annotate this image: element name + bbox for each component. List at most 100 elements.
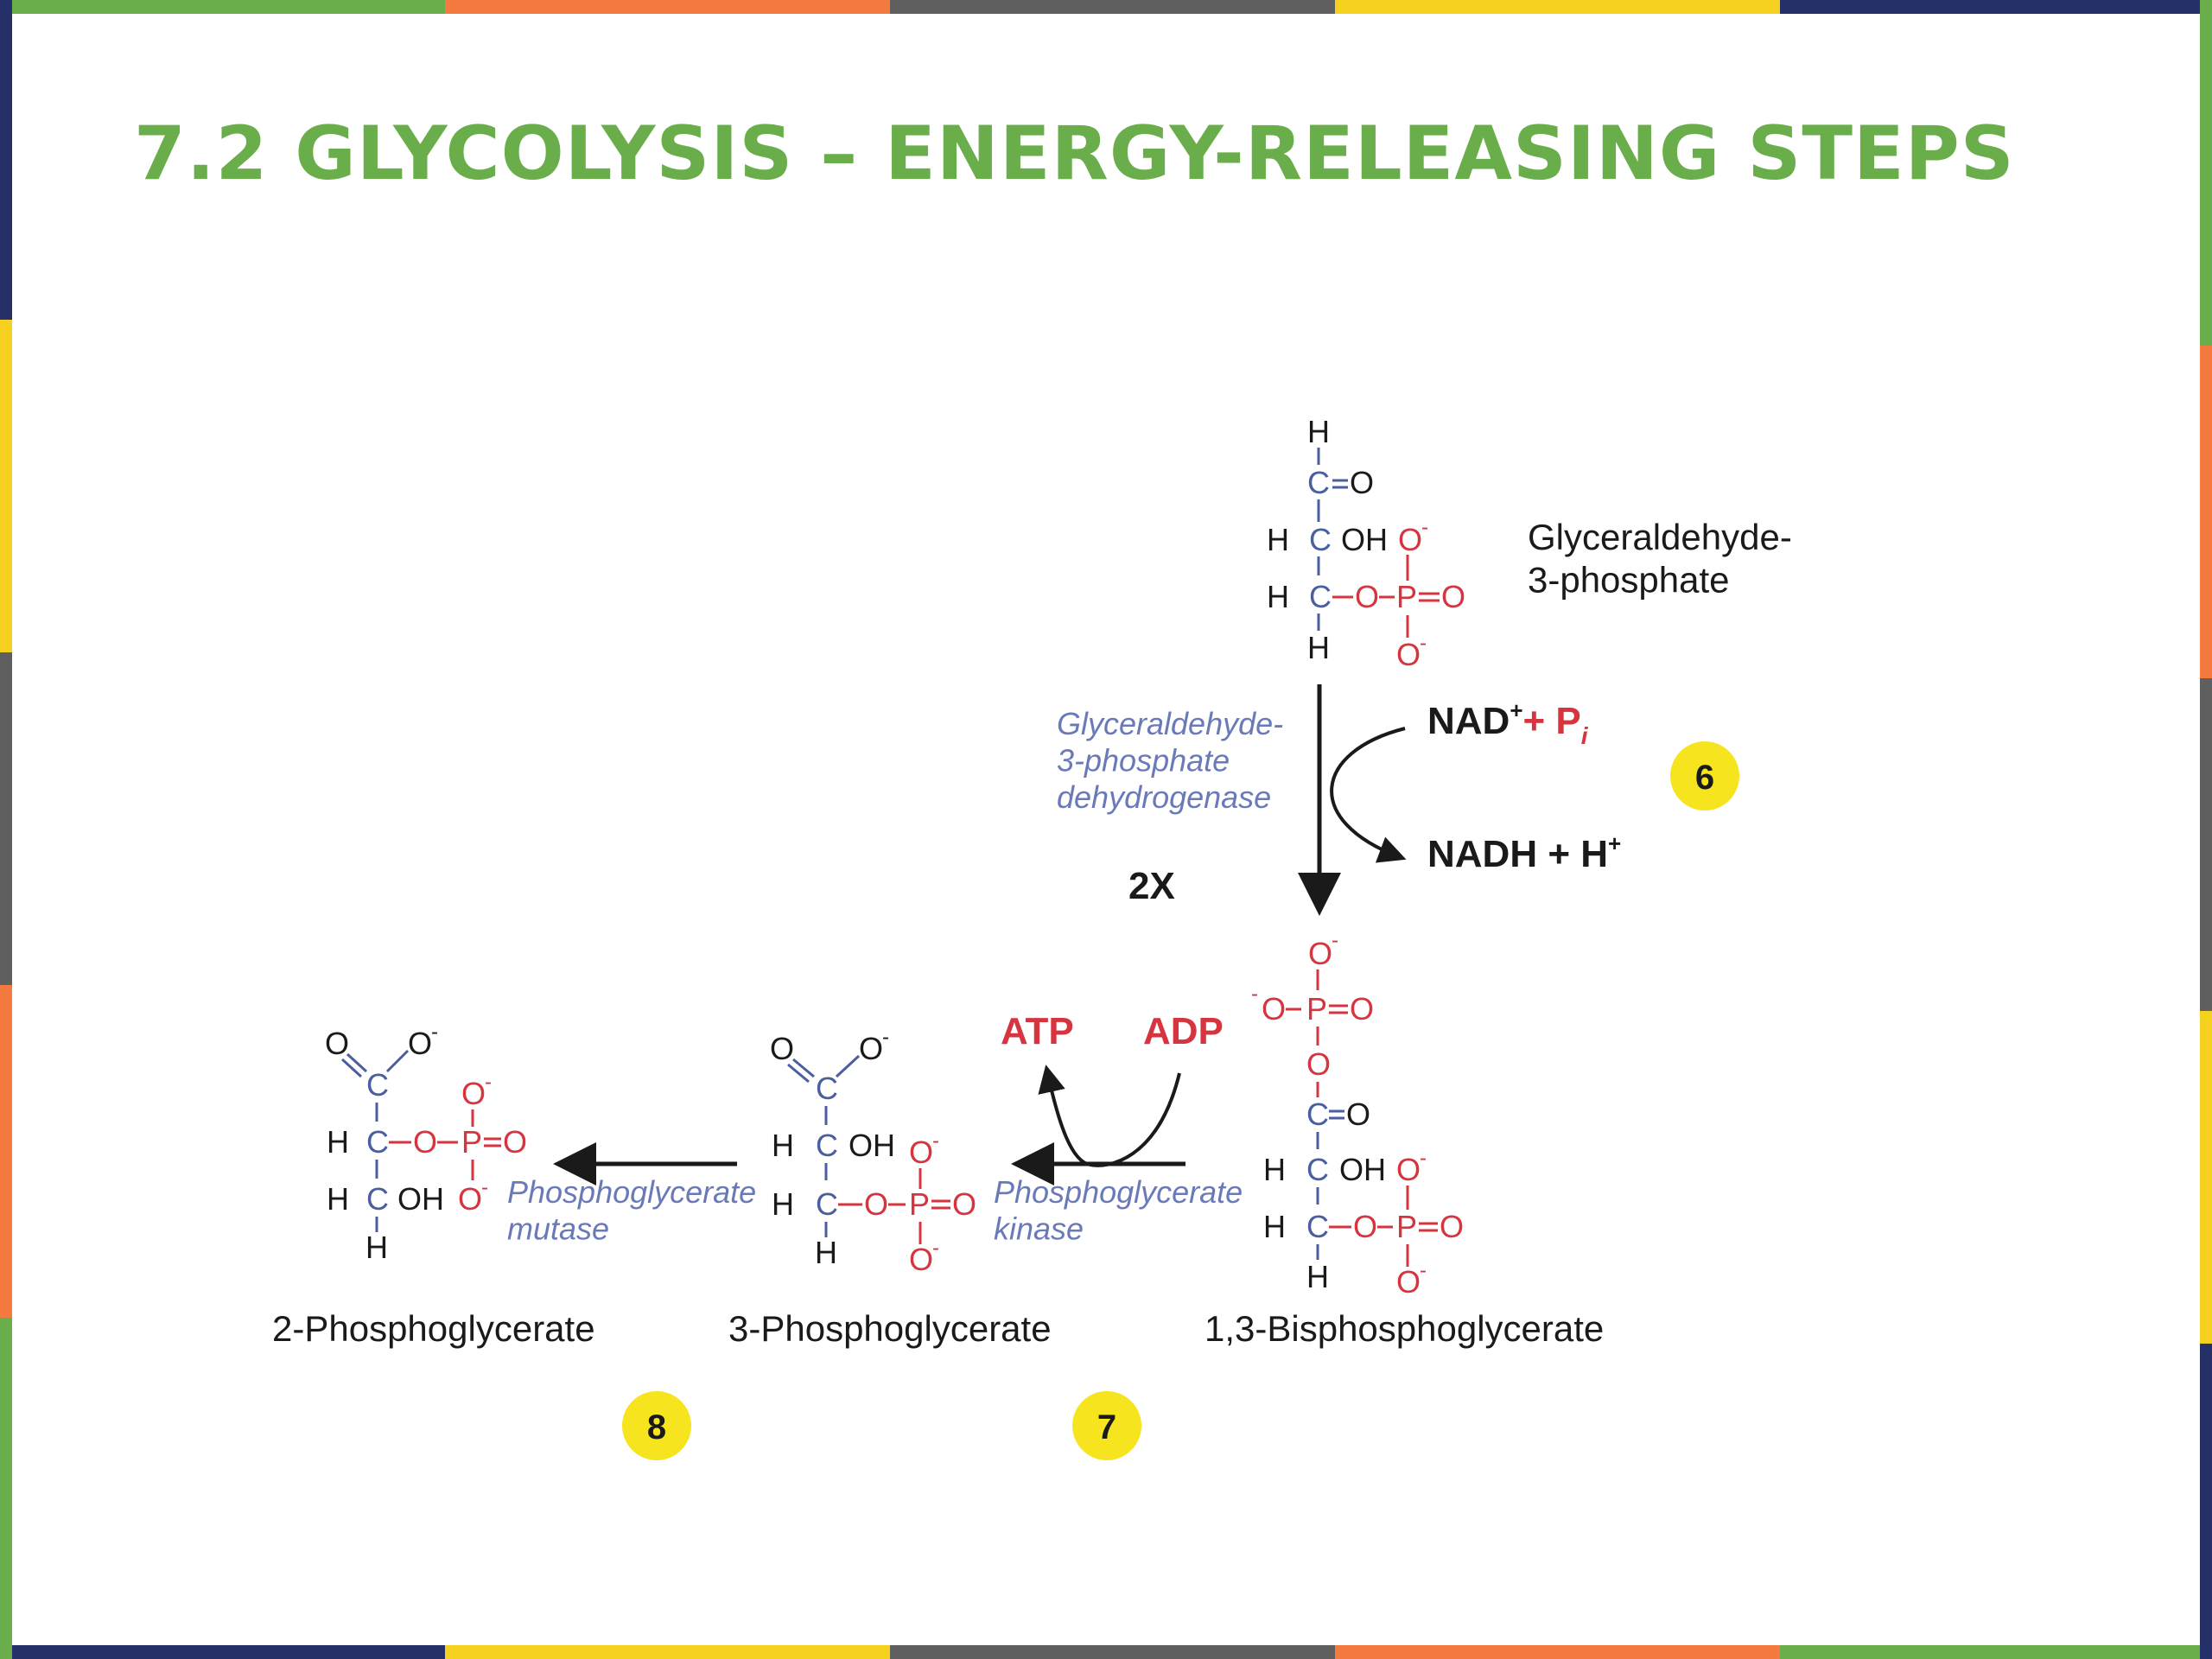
atom-o: O <box>1396 1152 1421 1187</box>
atom-o: O <box>1346 1096 1370 1132</box>
atom-o: O <box>770 1031 794 1066</box>
label-pg2: 2-Phosphoglycerate <box>272 1308 595 1349</box>
border-top-navy <box>1780 0 2212 14</box>
step-6-number: 6 <box>1695 759 1714 797</box>
charge-minus: - <box>1251 982 1258 1006</box>
atom-o: O <box>864 1186 888 1222</box>
border-bottom-gray <box>890 1645 1335 1659</box>
charge-minus: - <box>1421 516 1428 539</box>
atom-c: C <box>1306 1152 1329 1187</box>
border-left-gray <box>0 652 12 985</box>
atom-c: C <box>1309 522 1332 557</box>
atom-o: O <box>952 1186 976 1222</box>
charge-minus: - <box>932 1129 939 1153</box>
atom-o: O <box>909 1242 933 1277</box>
atom-o: O <box>1441 579 1465 614</box>
atom-o: O <box>1262 991 1286 1027</box>
charge-minus: - <box>1420 1259 1427 1282</box>
pg3-structure: O O - C H C OH O - H C O P O O - H <box>770 1026 976 1277</box>
atom-h: H <box>772 1186 794 1222</box>
charge-minus: - <box>481 1176 488 1199</box>
atom-o: O <box>1440 1209 1464 1244</box>
atom-c: C <box>1306 1096 1329 1132</box>
charge-minus: - <box>1420 632 1427 655</box>
step-6-badge <box>1670 741 1739 810</box>
border-left-navy <box>0 0 12 320</box>
atom-o: O <box>1355 579 1379 614</box>
atom-o: O <box>325 1026 349 1061</box>
atom-p: P <box>1396 579 1417 614</box>
charge-minus: - <box>882 1026 889 1049</box>
atom-h: H <box>1306 1259 1329 1294</box>
atom-o: O <box>408 1026 432 1061</box>
atom-c: C <box>1307 465 1330 500</box>
step-7-number: 7 <box>1097 1408 1116 1446</box>
atom-o: O <box>503 1124 527 1160</box>
slide-title: 7.2 GLYCOLYSIS – ENERGY-RELEASING STEPS <box>134 111 2015 197</box>
atom-h: H <box>1267 579 1289 614</box>
atom-h: H <box>1263 1152 1286 1187</box>
atom-h: H <box>1267 522 1289 557</box>
atom-o: O <box>859 1031 883 1066</box>
atom-c: C <box>816 1128 838 1163</box>
atom-oh: OH <box>849 1128 895 1163</box>
step6-cofactor-curve <box>1330 727 1407 863</box>
atom-p: P <box>1396 1209 1417 1244</box>
atom-c: C <box>1309 579 1332 614</box>
bpg13-structure: O - - O P O O C O H C OH O - H C O P O O <box>1251 929 1464 1300</box>
charge-minus: - <box>485 1071 492 1094</box>
g3p-structure: H C O H C OH H C O P O O - O - H <box>1267 414 1465 672</box>
step-8-number: 8 <box>647 1408 666 1446</box>
atom-h: H <box>327 1124 349 1160</box>
atom-h: H <box>1307 414 1330 449</box>
cofactor-nadh: NADH + H+ <box>1427 830 1621 875</box>
border-bottom-green <box>1780 1645 2212 1659</box>
cofactor-nad: NAD++ Pi <box>1427 697 1589 749</box>
atom-oh: OH <box>1339 1152 1386 1187</box>
border-right-orange <box>2200 346 2212 678</box>
atom-o: O <box>1353 1209 1377 1244</box>
charge-minus: - <box>431 1020 438 1044</box>
atom-o: O <box>1398 522 1422 557</box>
border-bottom-orange <box>1335 1645 1780 1659</box>
step-8-badge <box>622 1391 691 1460</box>
atom-h: H <box>815 1235 837 1270</box>
label-bpg13: 1,3-Bisphosphoglycerate <box>1205 1308 1604 1349</box>
atom-h: H <box>327 1181 349 1217</box>
atom-p: P <box>461 1124 482 1160</box>
atom-h: H <box>1307 630 1330 665</box>
atom-p: P <box>909 1186 930 1222</box>
label-g3p: Glyceraldehyde-3-phosphate <box>1528 517 1792 601</box>
atom-o: O <box>1350 465 1374 500</box>
atom-o: O <box>461 1076 486 1111</box>
border-right-green <box>2200 0 2212 346</box>
atom-o: O <box>1396 637 1421 672</box>
step-7-badge <box>1072 1391 1141 1460</box>
charge-minus: - <box>932 1236 939 1260</box>
border-top-green <box>0 0 445 14</box>
atom-p: P <box>1306 991 1327 1027</box>
border-bottom-navy <box>0 1645 445 1659</box>
pg2-structure: O O - C O - H C O P O H C OH O - H <box>325 1020 527 1265</box>
cofactor-adp: ADP <box>1143 1010 1224 1052</box>
atom-o: O <box>1308 936 1332 971</box>
atom-o: O <box>413 1124 437 1160</box>
border-left-orange <box>0 985 12 1318</box>
atom-c: C <box>366 1124 389 1160</box>
cofactor-atp: ATP <box>1001 1010 1074 1052</box>
border-top-gray <box>890 0 1335 14</box>
step7-cofactor-curve <box>1038 1065 1181 1167</box>
atom-o: O <box>1306 1046 1331 1082</box>
border-right-navy <box>2200 1344 2212 1659</box>
atom-c: C <box>816 1186 838 1222</box>
atom-o: O <box>1350 991 1374 1027</box>
border-left-green <box>0 1318 12 1659</box>
atom-c: C <box>366 1181 389 1217</box>
atom-oh: OH <box>397 1181 444 1217</box>
charge-minus: - <box>1332 929 1338 952</box>
label-pg3: 3-Phosphoglycerate <box>728 1308 1052 1349</box>
atom-h: H <box>1263 1209 1286 1244</box>
